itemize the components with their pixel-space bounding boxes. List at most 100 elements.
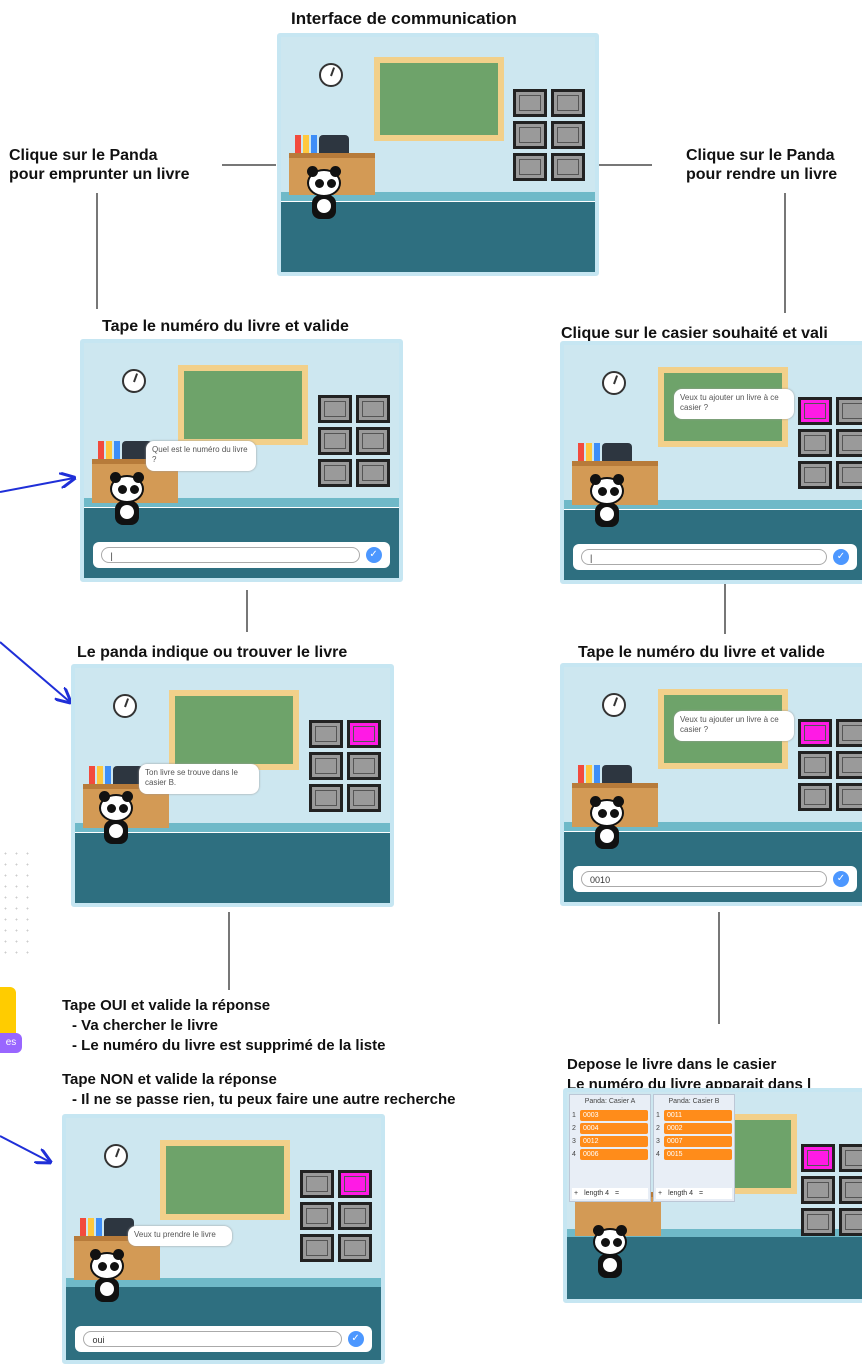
connector (718, 912, 720, 1024)
lockers[interactable] (798, 397, 862, 489)
lockers[interactable] (513, 89, 585, 181)
list-item-value: 0015 (664, 1149, 732, 1160)
panda[interactable] (97, 791, 135, 846)
arrow (0, 641, 70, 702)
connector (222, 164, 276, 166)
step-line: - Va chercher le livre (72, 1017, 218, 1034)
speech-bubble: Veux tu ajouter un livre à ce casier ? (674, 711, 794, 741)
speech-bubble: Quel est le numéro du livre ? (146, 441, 256, 471)
list-length: length 4 (668, 1190, 694, 1197)
type-number-screen: Veux tu ajouter un livre à ce casier ? 0… (560, 663, 862, 906)
resize-icon[interactable]: = (699, 1190, 704, 1197)
panda[interactable] (591, 1225, 629, 1280)
lockers[interactable] (309, 720, 381, 812)
answer-input[interactable]: | (581, 549, 827, 565)
bag (319, 135, 349, 153)
lockers[interactable] (798, 719, 862, 811)
panda[interactable] (588, 474, 626, 529)
answer-bar: 0010 ✓ (573, 866, 857, 892)
connector (598, 164, 652, 166)
list-item-value: 0012 (580, 1136, 648, 1147)
borrow-caption: Clique sur le Panda pour emprunter un li… (9, 146, 189, 184)
chalkboard (169, 690, 299, 770)
clock-icon (602, 693, 626, 717)
bag (602, 765, 632, 783)
connector (784, 193, 786, 313)
answer-bar: oui ✓ (75, 1326, 372, 1352)
right-step2-caption: Tape le numéro du livre et valide (578, 644, 825, 661)
lockers[interactable] (801, 1144, 862, 1236)
check-icon[interactable]: ✓ (832, 549, 849, 565)
speech-bubble: Veux tu prendre le livre (128, 1226, 232, 1246)
clock-icon (122, 369, 146, 393)
step-line: Depose le livre dans le casier (567, 1056, 777, 1073)
check-icon[interactable]: ✓ (832, 871, 849, 887)
add-icon[interactable]: + (574, 1190, 579, 1197)
list-item-value: 0006 (580, 1149, 648, 1160)
choose-locker-screen: Veux tu ajouter un livre à ce casier ? |… (560, 341, 862, 584)
side-tab[interactable]: es (0, 1033, 22, 1053)
right-step1-caption: Clique sur le casier souhaité et vali (561, 325, 828, 342)
list-title: Panda: Casier A (584, 1098, 636, 1105)
speech-bubble: Veux tu ajouter un livre à ce casier ? (674, 389, 794, 419)
books (578, 765, 600, 783)
check-icon[interactable]: ✓ (365, 547, 382, 563)
chalkboard (374, 57, 504, 141)
list-length: length 4 (584, 1190, 610, 1197)
dot-grid (0, 848, 34, 958)
panda[interactable] (305, 166, 343, 221)
clock-icon (319, 63, 343, 87)
answer-input[interactable]: 0010 (581, 871, 827, 887)
add-icon[interactable]: + (658, 1190, 663, 1197)
borrow-caption-line: Clique sur le Panda (9, 147, 158, 164)
chalkboard (160, 1140, 290, 1220)
connector (228, 912, 230, 990)
bag (113, 766, 143, 784)
main-title: Interface de communication (291, 9, 517, 28)
resize-icon[interactable]: = (615, 1190, 620, 1197)
panda[interactable] (588, 796, 626, 851)
books (80, 1218, 102, 1236)
return-caption-line: pour rendre un livre (686, 166, 838, 183)
chalkboard (727, 1114, 797, 1194)
books (89, 766, 111, 784)
list-item-value: 0007 (664, 1136, 732, 1147)
return-caption: Clique sur le Panda pour rendre un livre (686, 146, 837, 184)
clock-icon (104, 1144, 128, 1168)
answer-input[interactable]: | (101, 547, 360, 563)
arrow (0, 478, 74, 493)
step-line: - Il ne se passe rien, tu peux faire une… (72, 1091, 456, 1108)
list-item-value: 0011 (664, 1110, 732, 1121)
lockers[interactable] (300, 1170, 372, 1262)
panda[interactable] (88, 1249, 126, 1304)
main-screen (277, 33, 599, 276)
answer-input[interactable]: oui (83, 1331, 342, 1347)
ask-number-screen: Quel est le numéro du livre ? | ✓ (80, 339, 403, 582)
connector (246, 590, 248, 632)
clock-icon (113, 694, 137, 718)
panda[interactable] (108, 472, 146, 527)
list-title: Panda: Casier B (668, 1098, 720, 1105)
chalkboard (178, 365, 308, 445)
lockers[interactable] (318, 395, 390, 487)
bag (122, 441, 152, 459)
step-line: Tape NON et valide la réponse (62, 1071, 277, 1088)
bag (602, 443, 632, 461)
clock-icon (602, 371, 626, 395)
speech-bubble: Ton livre se trouve dans le casier B. (139, 764, 259, 794)
answer-bar: | ✓ (573, 544, 857, 570)
arrow (0, 1135, 50, 1162)
return-caption-line: Clique sur le Panda (686, 147, 835, 164)
check-icon[interactable]: ✓ (347, 1331, 364, 1347)
bag (104, 1218, 134, 1236)
list-item-value: 0003 (580, 1110, 648, 1121)
